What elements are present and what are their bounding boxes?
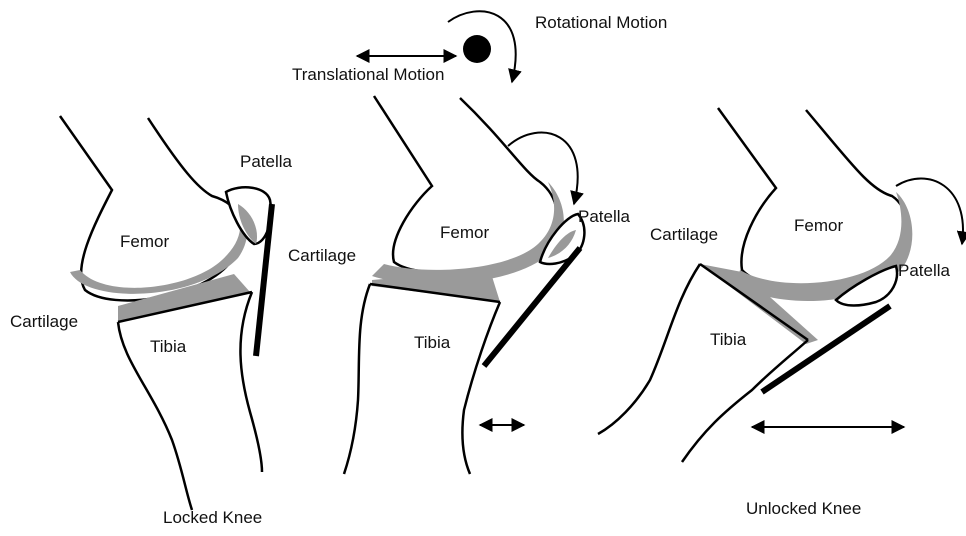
middle-knee-panel: Femor Tibia Patella <box>344 96 631 474</box>
patella-label: Patella <box>578 207 631 226</box>
tibia-outline <box>118 292 262 510</box>
patella-rotation-arrow <box>508 133 578 204</box>
patella-label: Patella <box>240 152 293 171</box>
femor-label: Femor <box>794 216 843 235</box>
tibia-outline <box>344 284 500 474</box>
tibia-label: Tibia <box>150 337 187 356</box>
femor-label: Femor <box>120 232 169 251</box>
tibia-label: Tibia <box>414 333 451 352</box>
femur-outline <box>374 96 557 273</box>
cartilage-label-back: Cartilage <box>10 312 78 331</box>
tibia-label: Tibia <box>710 330 747 349</box>
femor-label: Femor <box>440 223 489 242</box>
unlocked-knee-panel: Femor Tibia Patella Cartilage Unlocked K… <box>598 108 963 518</box>
translational-motion-label: Translational Motion <box>292 65 444 84</box>
patella-label: Patella <box>898 261 951 280</box>
rotational-motion-label: Rotational Motion <box>535 13 667 32</box>
locked-knee-caption: Locked Knee <box>163 508 262 527</box>
cartilage-label-front: Cartilage <box>288 246 356 265</box>
femur-outline <box>718 108 909 289</box>
cartilage-label: Cartilage <box>650 225 718 244</box>
unlocked-knee-caption: Unlocked Knee <box>746 499 861 518</box>
rotation-center-dot <box>463 35 491 63</box>
motion-legend: Rotational Motion Translational Motion <box>292 11 667 84</box>
locked-knee-panel: Femor Tibia Patella Cartilage Cartilage … <box>10 116 356 527</box>
